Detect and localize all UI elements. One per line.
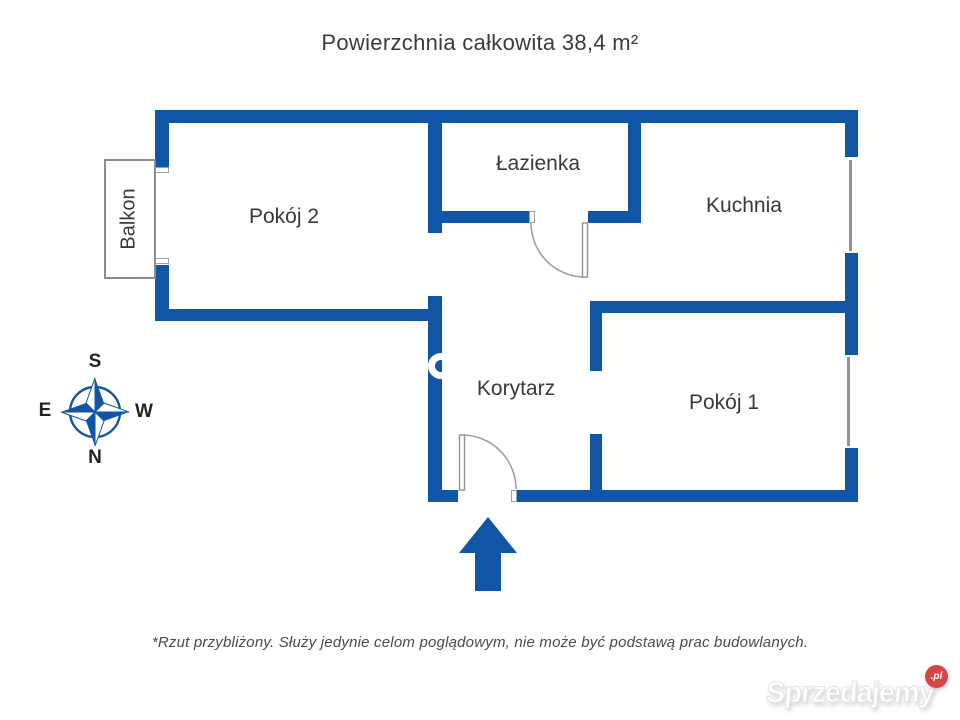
wall-bottom-left [428, 490, 458, 502]
compass-letter-n: N [88, 447, 102, 468]
entrance-door-arc-icon [461, 434, 517, 490]
compass-letter-e: E [38, 400, 52, 421]
wall-left-upper [155, 110, 169, 168]
room1-label: Pokój 1 [688, 391, 760, 414]
bathroom-door-arc-icon [530, 222, 586, 278]
wall-kitchen-bottom [590, 301, 858, 313]
balcony-door-jamb-bottom [155, 258, 169, 264]
wall-right-upper [845, 110, 858, 157]
page-title: Powierzchnia całkowita 38,4 m² [321, 30, 639, 55]
balcony-label: Balkon [117, 188, 140, 250]
wall-bottom-right [517, 490, 858, 502]
wall-left-lower [155, 265, 169, 321]
wall-room2-bottom [155, 309, 441, 321]
entrance-door-jamb [511, 490, 517, 502]
kitchen-window [849, 160, 852, 251]
compass-letter-s: S [88, 351, 102, 372]
wall-bathroom-right [628, 110, 641, 223]
corridor-label: Korytarz [476, 377, 556, 400]
bathroom-label: Łazienka [495, 152, 581, 175]
wall-divider-lower [590, 434, 602, 502]
watermark-brand-text: Sprzedajemy [764, 677, 936, 710]
bathroom-door-jamb [529, 211, 535, 223]
kitchen-label: Kuchnia [706, 194, 782, 217]
wall-bathroom-bottom-right [588, 211, 641, 223]
watermark-logo: Sprzedajemy .pl [764, 665, 948, 710]
balcony-outline [104, 159, 156, 279]
wall-divider-upper [590, 301, 602, 371]
wall-bathroom-left [428, 110, 442, 233]
wall-top [155, 110, 858, 123]
entrance-arrow-icon [459, 517, 517, 591]
wall-bathroom-bottom-left [428, 211, 533, 223]
wall-right-lower [845, 448, 858, 502]
entrance-door-leaf-icon [458, 434, 466, 491]
bathroom-door-leaf-icon [581, 222, 589, 278]
wall-corridor-left [428, 296, 442, 502]
watermark-pl-badge: .pl [925, 665, 948, 688]
disclaimer-text: *Rzut przybliżony. Służy jedynie celom p… [151, 634, 809, 651]
room2-label: Pokój 2 [248, 205, 320, 228]
compass-letter-w: W [135, 401, 153, 422]
room1-window [847, 357, 850, 446]
wall-right-middle [845, 253, 858, 355]
balcony-door-jamb-top [155, 167, 169, 173]
